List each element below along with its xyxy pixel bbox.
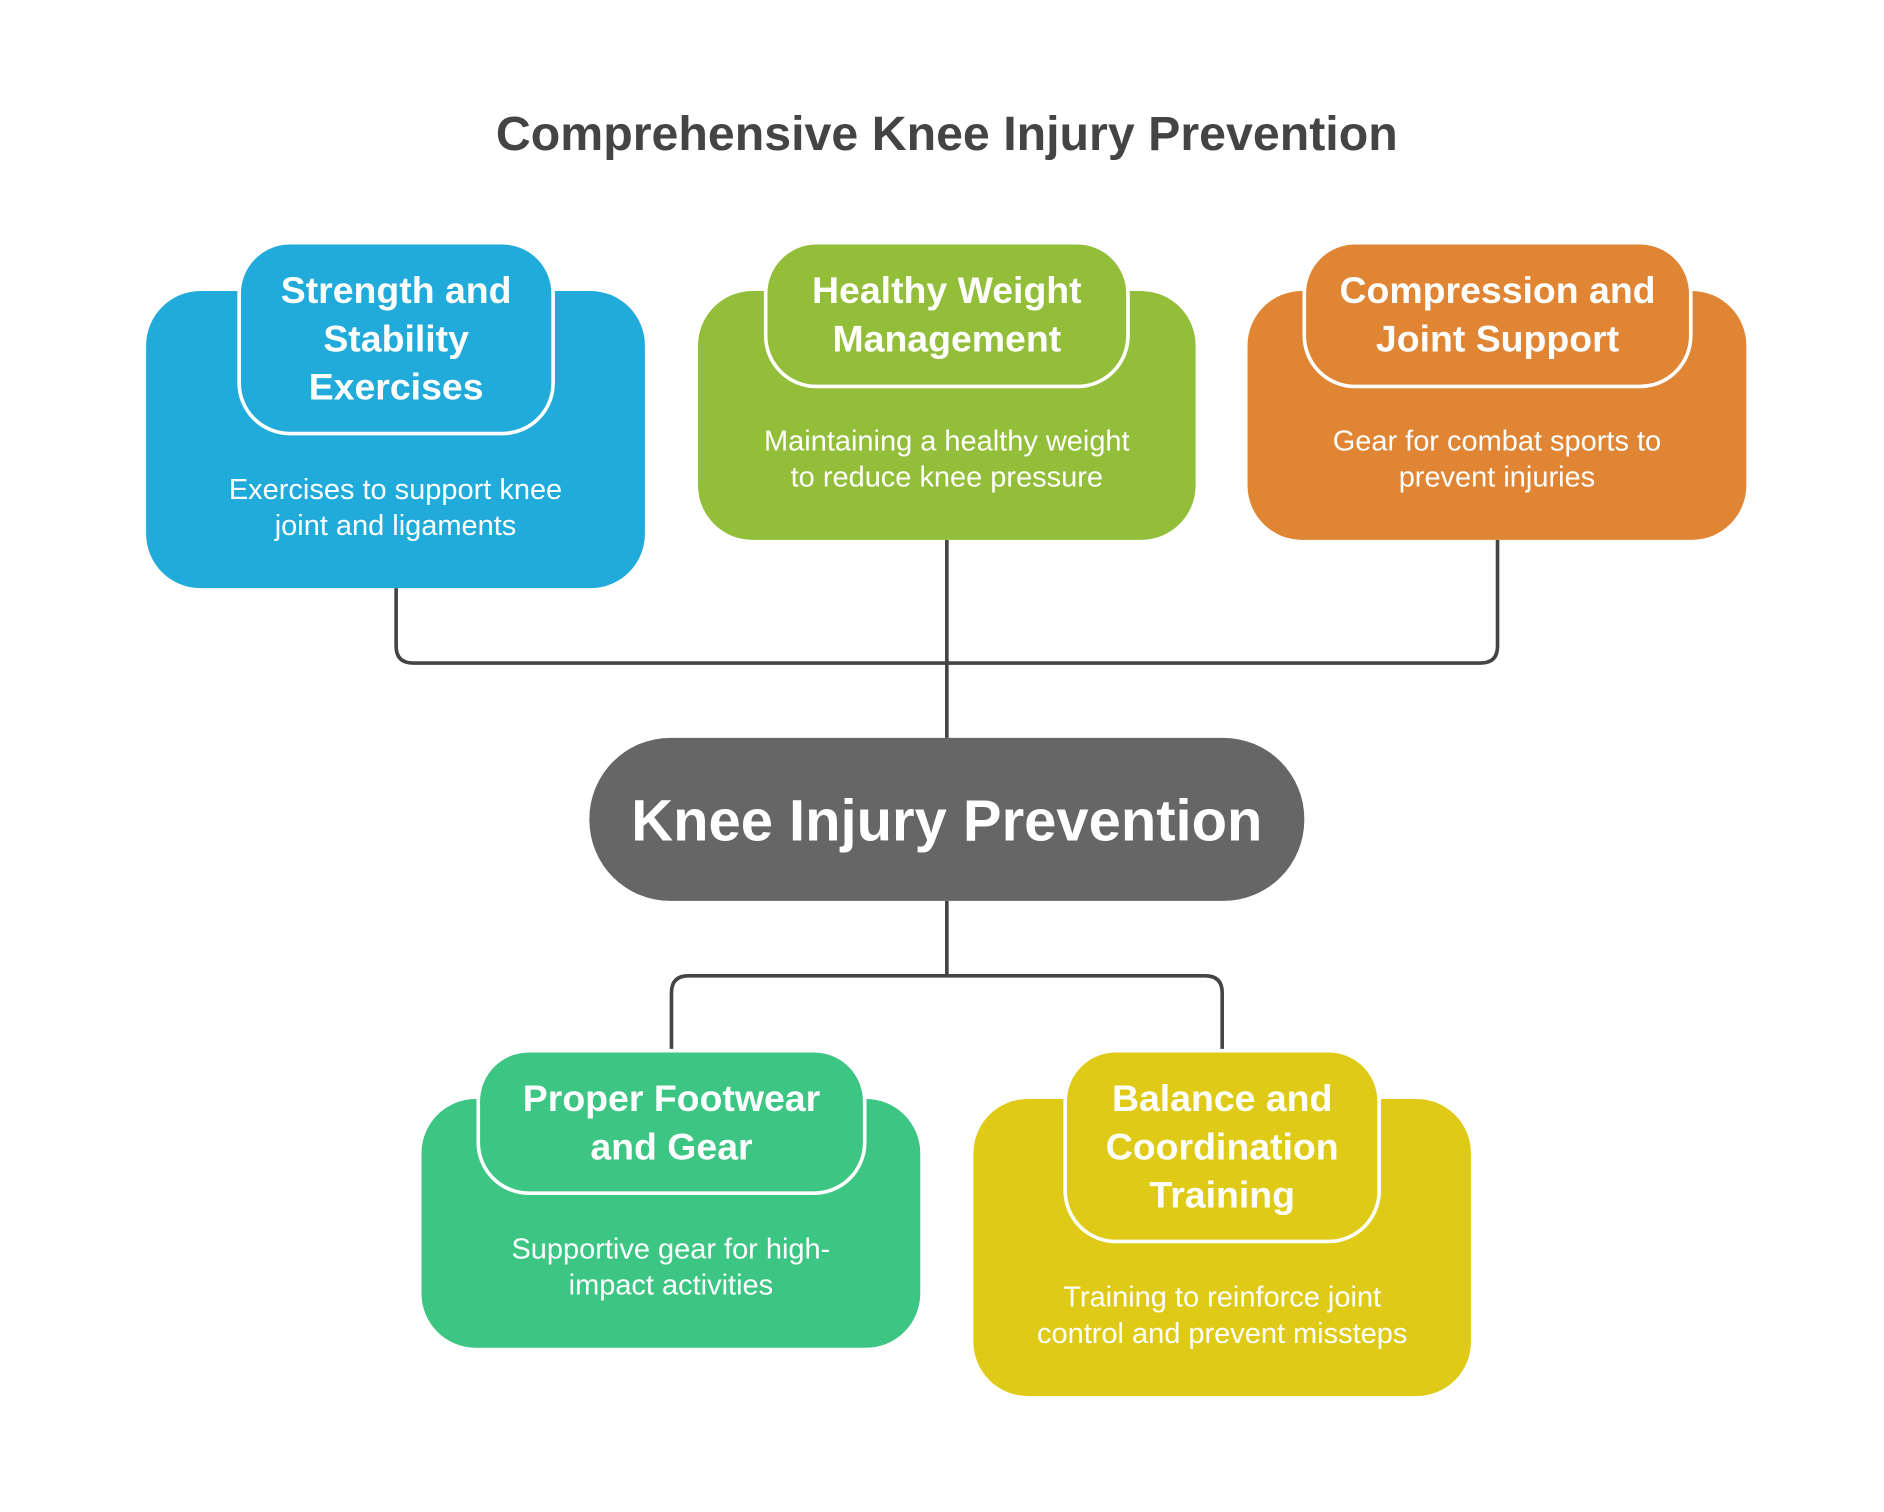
card-title-line: Strength and <box>281 269 512 311</box>
card-title-line: Stability <box>323 317 469 359</box>
card-tab <box>763 240 1130 389</box>
card-description-line: Exercises to support knee <box>229 474 562 506</box>
card-description-line: impact activities <box>569 1270 773 1302</box>
diagram-title: Comprehensive Knee Injury Prevention <box>496 107 1398 161</box>
card-description-line: prevent injuries <box>1399 462 1595 494</box>
card-description-line: joint and ligaments <box>274 510 517 542</box>
card-description-line: Training to reinforce joint <box>1063 1282 1381 1314</box>
card-title-line: and Gear <box>590 1125 752 1167</box>
card-tab <box>476 1048 867 1195</box>
card-title-line: Joint Support <box>1376 317 1619 359</box>
category-card: Strength andStabilityExercisesExercises … <box>146 240 645 589</box>
center-label: Knee Injury Prevention <box>631 790 1262 854</box>
category-card: Balance andCoordinationTrainingTraining … <box>973 1048 1471 1397</box>
center-node: Knee Injury Prevention <box>589 737 1305 901</box>
card-description-line: Maintaining a healthy weight <box>764 425 1130 457</box>
card-tab <box>1302 240 1693 389</box>
card-tab <box>1063 1048 1381 1244</box>
card-description-line: to reduce knee pressure <box>791 462 1103 494</box>
card-title-line: Exercises <box>309 366 484 408</box>
card-description-line: control and prevent missteps <box>1037 1318 1407 1350</box>
card-title-line: Compression and <box>1339 269 1655 311</box>
connectors <box>394 539 1500 1051</box>
card-title-line: Management <box>832 317 1061 359</box>
card-tab <box>237 240 555 436</box>
card-title-line: Balance and <box>1112 1077 1332 1119</box>
card-title-line: Training <box>1149 1174 1295 1216</box>
center-pill <box>589 737 1305 901</box>
bottom-connector <box>669 900 1224 1051</box>
card-title-line: Healthy Weight <box>812 269 1082 311</box>
card-title-line: Coordination <box>1106 1125 1339 1167</box>
card-description-line: Supportive gear for high- <box>511 1233 830 1265</box>
card-description-line: Gear for combat sports to <box>1333 425 1661 457</box>
card-title-line: Proper Footwear <box>523 1077 820 1119</box>
